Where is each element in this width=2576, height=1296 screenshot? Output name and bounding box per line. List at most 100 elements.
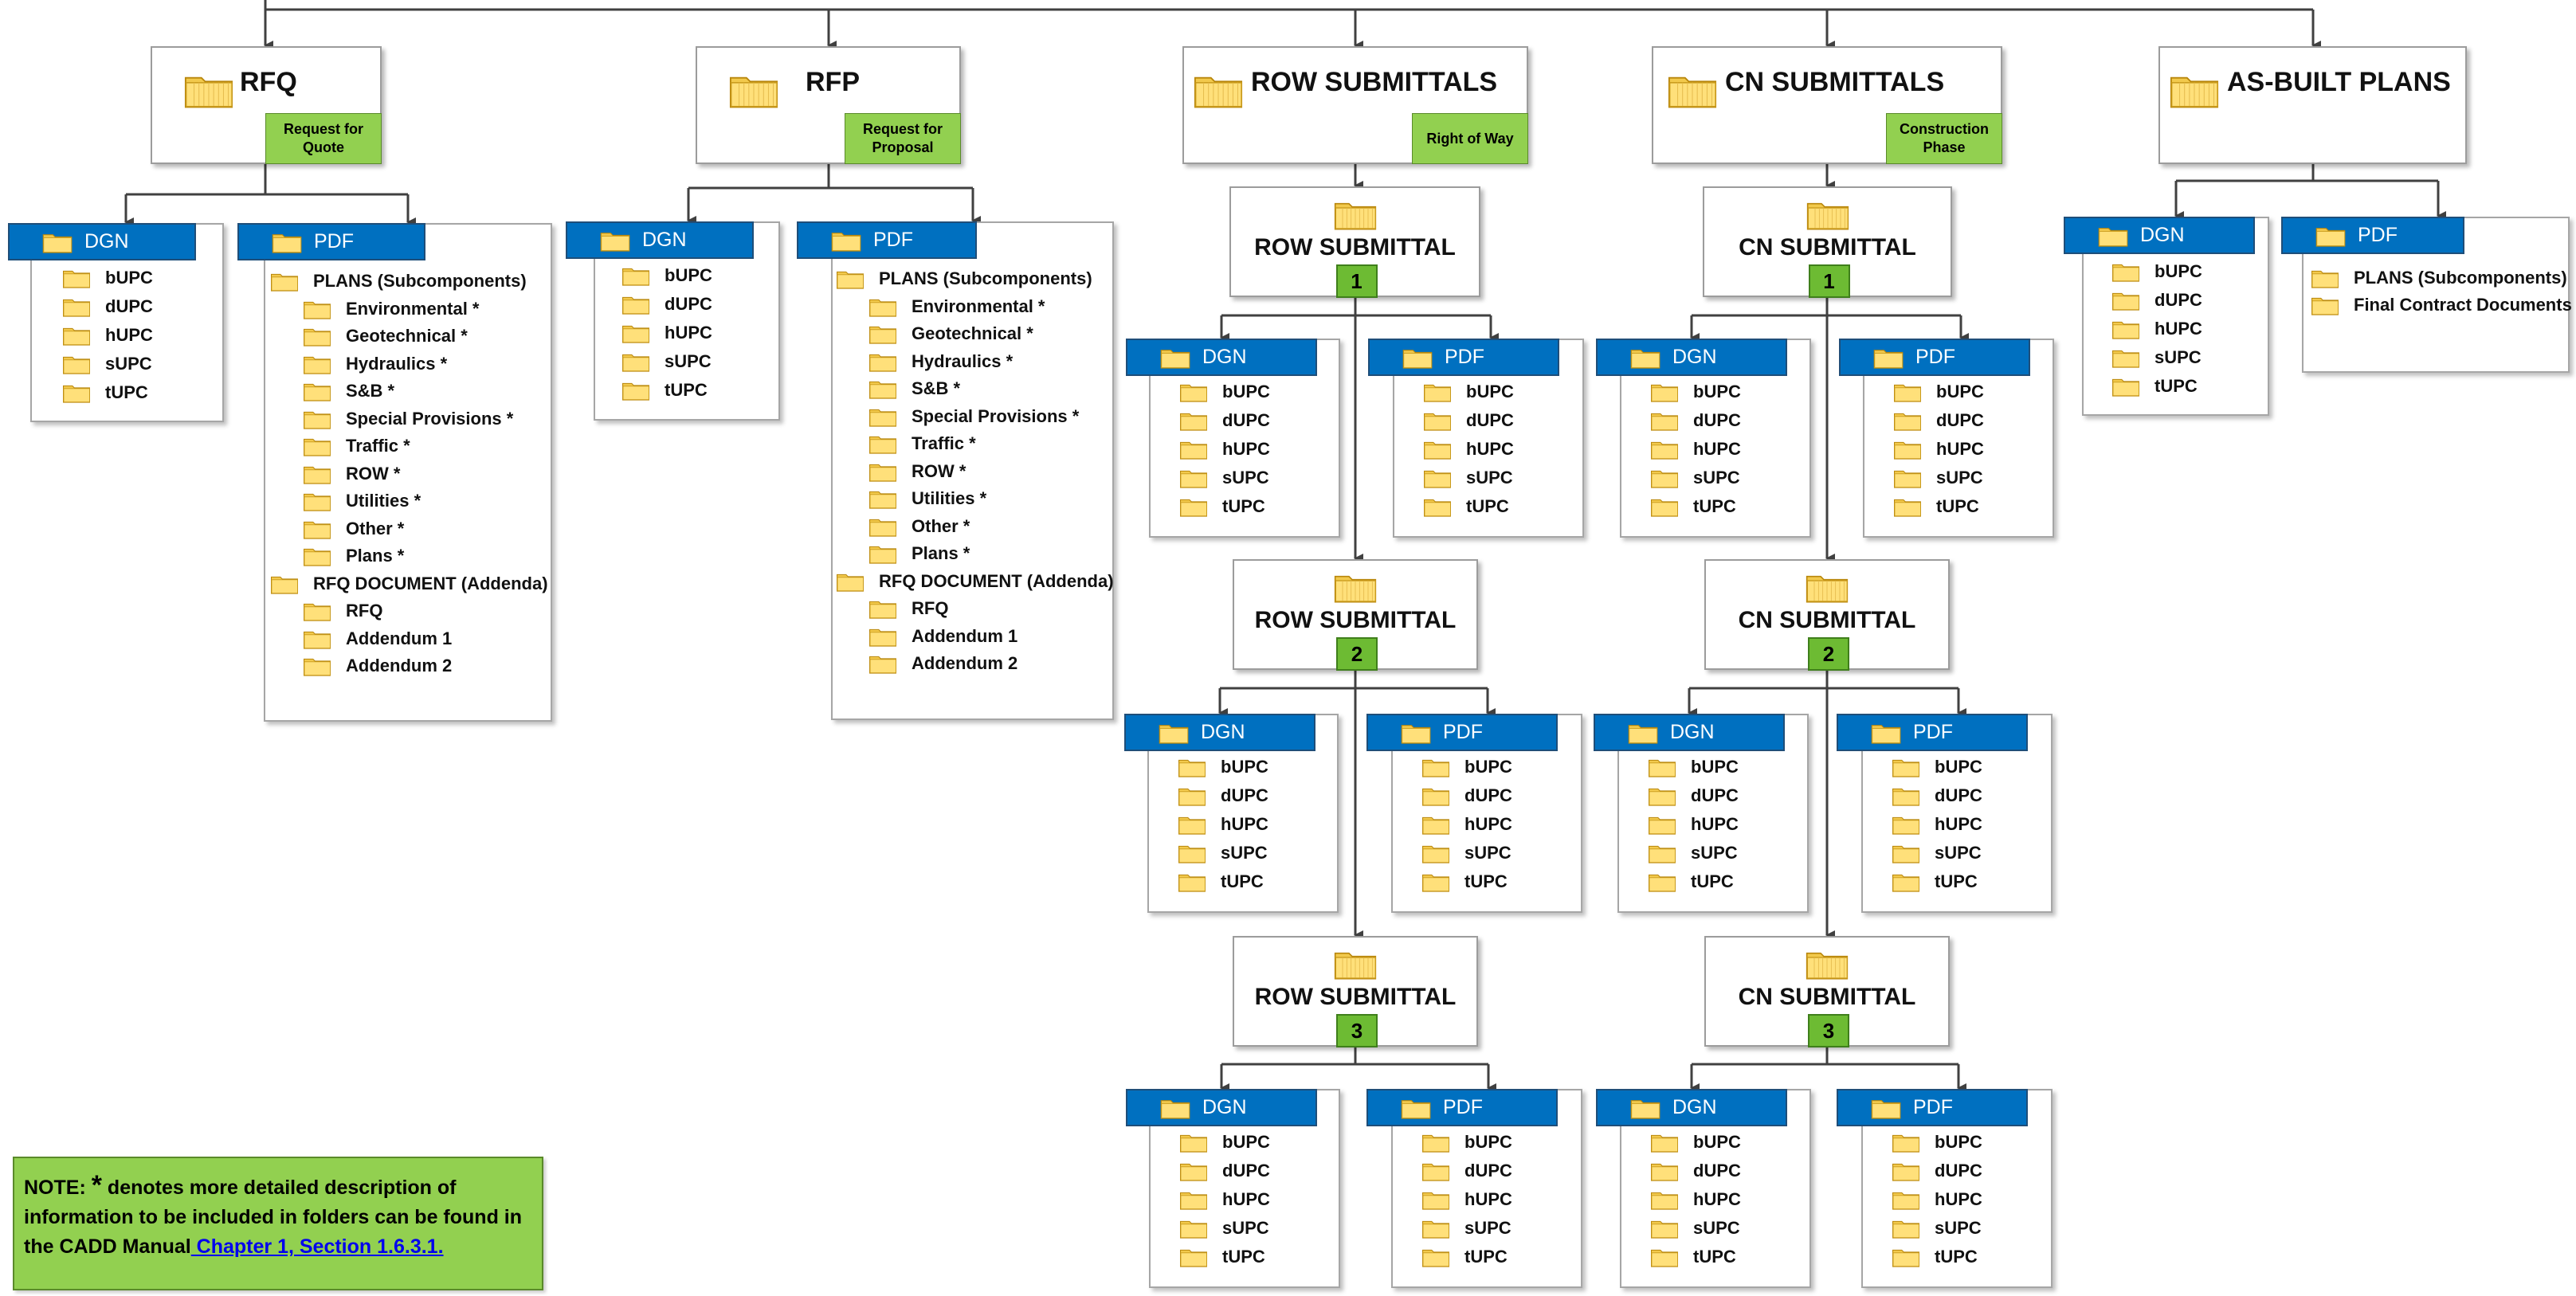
folder-item[interactable]: Special Provisions * (867, 406, 1079, 427)
folder-item[interactable]: S&B * (301, 381, 394, 401)
folder-item[interactable]: tUPC (620, 380, 708, 401)
folder-item[interactable]: Addendum 1 (867, 626, 1017, 647)
folder-item[interactable]: RFQ DOCUMENT (Addenda) (269, 574, 548, 594)
row3-dgn-header[interactable]: DGN (1126, 1089, 1317, 1126)
folder-item[interactable]: sUPC (61, 354, 152, 374)
folder-item[interactable]: Special Provisions * (301, 409, 513, 429)
folder-item[interactable]: bUPC (1649, 382, 1741, 402)
folder-item[interactable]: hUPC (1178, 1189, 1270, 1210)
folder-item[interactable]: sUPC (1420, 843, 1511, 863)
folder-item[interactable]: bUPC (2110, 261, 2202, 282)
folder-item[interactable]: sUPC (1178, 468, 1269, 488)
folder-item[interactable]: bUPC (1178, 382, 1270, 402)
folder-item[interactable]: Environmental * (867, 296, 1045, 317)
folder-item[interactable]: sUPC (1649, 468, 1740, 488)
folder-item[interactable]: PLANS (Subcomponents) (2309, 268, 2567, 288)
folder-item[interactable]: hUPC (1420, 814, 1512, 835)
row1-pdf-header[interactable]: PDF (1368, 339, 1559, 376)
folder-item[interactable]: dUPC (1892, 410, 1984, 431)
folder-item[interactable]: bUPC (1178, 1132, 1270, 1153)
folder-item[interactable]: Traffic * (867, 433, 976, 454)
folder-item[interactable]: dUPC (1890, 785, 1982, 806)
folder-item[interactable]: sUPC (1178, 1218, 1269, 1239)
folder-item[interactable]: tUPC (1890, 1247, 1978, 1267)
folder-item[interactable]: bUPC (1649, 1132, 1741, 1153)
folder-item[interactable]: dUPC (1890, 1161, 1982, 1181)
folder-item[interactable]: tUPC (61, 382, 148, 403)
folder-item[interactable]: hUPC (1890, 814, 1982, 835)
rfq-pdf-header[interactable]: PDF (237, 223, 425, 260)
folder-item[interactable]: tUPC (1178, 1247, 1265, 1267)
folder-item[interactable]: bUPC (1420, 757, 1512, 777)
row1-dgn-header[interactable]: DGN (1126, 339, 1317, 376)
folder-item[interactable]: sUPC (1646, 843, 1738, 863)
folder-item[interactable]: Addendum 2 (867, 653, 1017, 674)
folder-item[interactable]: Other * (867, 516, 970, 537)
folder-item[interactable]: Utilities * (301, 491, 421, 511)
folder-item[interactable]: bUPC (61, 268, 153, 288)
cn1-pdf-header[interactable]: PDF (1839, 339, 2030, 376)
folder-item[interactable]: tUPC (1890, 871, 1978, 892)
folder-item[interactable]: dUPC (1646, 785, 1739, 806)
folder-item[interactable]: ROW * (867, 461, 966, 482)
row-submittals-node[interactable]: ROW SUBMITTALS Right of Way (1182, 46, 1528, 164)
folder-item[interactable]: hUPC (620, 323, 712, 343)
as-built-node[interactable]: AS-BUILT PLANS (2158, 46, 2467, 164)
row-submittal-1-node[interactable]: ROW SUBMITTAL 1 (1229, 186, 1480, 298)
rfq-dgn-header[interactable]: DGN (8, 223, 196, 260)
folder-item[interactable]: hUPC (1892, 439, 1984, 460)
folder-item[interactable]: Environmental * (301, 299, 479, 319)
folder-item[interactable]: hUPC (2110, 319, 2202, 339)
folder-item[interactable]: Geotechnical * (301, 326, 468, 347)
folder-item[interactable]: hUPC (1178, 439, 1270, 460)
folder-item[interactable]: bUPC (1176, 757, 1268, 777)
asbuilt-pdf-header[interactable]: PDF (2281, 217, 2464, 254)
folder-item[interactable]: dUPC (1649, 1161, 1741, 1181)
cn-submittal-2-node[interactable]: CN SUBMITTAL 2 (1704, 559, 1950, 671)
folder-item[interactable]: PLANS (Subcomponents) (834, 268, 1092, 289)
folder-item[interactable]: RFQ (301, 601, 382, 621)
folder-item[interactable]: PLANS (Subcomponents) (269, 271, 527, 292)
folder-item[interactable]: sUPC (1420, 1218, 1511, 1239)
row2-dgn-header[interactable]: DGN (1124, 714, 1315, 751)
folder-item[interactable]: dUPC (1420, 785, 1512, 806)
folder-item[interactable]: sUPC (1892, 468, 1983, 488)
folder-item[interactable]: dUPC (61, 296, 153, 317)
folder-item[interactable]: Addendum 1 (301, 628, 452, 649)
folder-item[interactable]: tUPC (1178, 496, 1265, 517)
folder-item[interactable]: bUPC (1646, 757, 1739, 777)
row3-pdf-header[interactable]: PDF (1366, 1089, 1558, 1126)
folder-item[interactable]: Plans * (867, 543, 970, 564)
folder-item[interactable]: tUPC (1649, 496, 1736, 517)
folder-item[interactable]: sUPC (1890, 1218, 1982, 1239)
cn-submittal-1-node[interactable]: CN SUBMITTAL 1 (1703, 186, 1952, 298)
folder-item[interactable]: hUPC (1890, 1189, 1982, 1210)
folder-item[interactable]: ROW * (301, 464, 400, 484)
folder-item[interactable]: Traffic * (301, 436, 410, 456)
folder-item[interactable]: bUPC (1421, 382, 1514, 402)
cn-submittal-3-node[interactable]: CN SUBMITTAL 3 (1704, 936, 1950, 1047)
folder-item[interactable]: dUPC (1178, 410, 1270, 431)
folder-item[interactable]: tUPC (1176, 871, 1264, 892)
folder-item[interactable]: sUPC (1421, 468, 1513, 488)
folder-item[interactable]: hUPC (1420, 1189, 1512, 1210)
folder-item[interactable]: RFQ DOCUMENT (Addenda) (834, 571, 1114, 592)
folder-item[interactable]: Hydraulics * (301, 354, 447, 374)
folder-item[interactable]: Hydraulics * (867, 351, 1013, 372)
row-submittal-3-node[interactable]: ROW SUBMITTAL 3 (1233, 936, 1478, 1047)
folder-item[interactable]: hUPC (1646, 814, 1739, 835)
folder-item[interactable]: tUPC (1421, 496, 1509, 517)
folder-item[interactable]: dUPC (1176, 785, 1268, 806)
folder-item[interactable]: Utilities * (867, 488, 986, 509)
folder-item[interactable]: RFQ (867, 598, 948, 619)
folder-item[interactable]: sUPC (1176, 843, 1268, 863)
cn3-dgn-header[interactable]: DGN (1596, 1089, 1787, 1126)
folder-item[interactable]: S&B * (867, 378, 960, 399)
folder-item[interactable]: bUPC (1890, 1132, 1982, 1153)
folder-item[interactable]: hUPC (1649, 1189, 1741, 1210)
folder-item[interactable]: sUPC (1649, 1218, 1740, 1239)
folder-item[interactable]: bUPC (620, 265, 712, 286)
